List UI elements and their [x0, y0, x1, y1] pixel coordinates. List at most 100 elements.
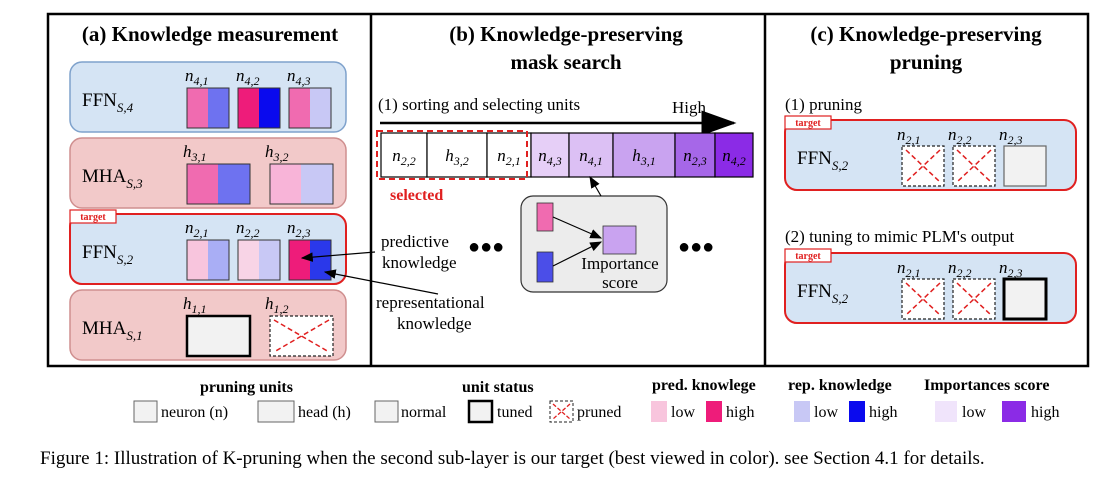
legend-pruned-swatch [549, 400, 574, 423]
sorted-unit-cell [486, 132, 532, 178]
c1-unit-n22-pruned [952, 145, 996, 187]
panel-c-title-1: (c) Knowledge-preserving [810, 22, 1042, 46]
c2-label-n21: n2,1 [897, 258, 921, 280]
unit-h32 [269, 163, 334, 205]
panel-b-title-2: mask search [510, 50, 621, 74]
c2-unit-n22-pruned [952, 278, 996, 320]
unit-h31 [186, 163, 251, 205]
sorting-step-label: (1) sorting and selecting units [378, 95, 580, 114]
pruned-ffn-label: FFNS,2 [797, 148, 849, 173]
c2-unit-n23-tuned [1002, 277, 1048, 321]
c2-label-n23: n2,3 [999, 258, 1023, 280]
legend-rep-high-swatch [849, 401, 865, 422]
high-label: High [672, 98, 707, 117]
legend-tuned: tuned [497, 404, 533, 421]
target-tag-c2 [784, 248, 832, 263]
selected-region [376, 130, 528, 180]
sorted-unit-label: n4,3 [538, 146, 562, 168]
selected-label: selected [390, 187, 443, 204]
inset-score-box [602, 225, 637, 255]
legend-pred-low-swatch [651, 401, 667, 422]
sorted-unit-cell [426, 132, 488, 178]
target-tag-a [69, 209, 117, 224]
unit-n22 [237, 239, 281, 281]
legend-pred-head: pred. knowlege [652, 377, 756, 394]
predictive-label-1: predictive [381, 232, 449, 251]
legend-pred-high-swatch [706, 401, 722, 422]
unit-label-n42: n4,2 [236, 66, 260, 88]
ffn-s2-label: FFNS,2 [82, 242, 134, 267]
unit-h11-tuned [185, 314, 252, 358]
sorted-unit-label: h3,2 [445, 146, 469, 168]
tuning-step-label: (2) tuning to mimic PLM's output [785, 227, 1015, 246]
representational-label-1: representational [376, 293, 485, 312]
c2-unit-n21-pruned [901, 278, 945, 320]
unit-label-n22: n2,2 [236, 218, 260, 240]
panel-c-title-2: pruning [890, 50, 963, 74]
inset-pred-arrow [552, 216, 603, 239]
sorted-unit-label: n2,3 [683, 146, 707, 168]
legend-head-swatch [257, 400, 295, 423]
c1-label-n22: n2,2 [948, 125, 972, 147]
inset-pred-bar [536, 202, 554, 232]
unit-h12-pruned [269, 315, 334, 357]
unit-label-n43: n4,3 [287, 66, 311, 88]
ffn-s2-row: target FFNS,2 n2,1 n2,2 n2,3 [69, 209, 347, 285]
sorted-unit-cell [380, 132, 428, 178]
c1-label-n21: n2,1 [897, 125, 921, 147]
legend-pruned: pruned [577, 404, 621, 421]
unit-label-h12: h1,2 [265, 294, 289, 316]
ffn-s4-label: FFNS,4 [82, 90, 134, 115]
sorted-unit-label: n2,1 [497, 146, 521, 168]
legend-head: head (h) [298, 404, 351, 421]
legend-imp-low: low [962, 404, 986, 421]
predictive-arrow [300, 251, 376, 262]
legend-imp-high: high [1031, 404, 1059, 421]
importance-label-1: Importance [581, 254, 658, 273]
legend-neuron: neuron (n) [161, 404, 228, 421]
legend-normal: normal [401, 404, 447, 421]
legend-pred-low: low [671, 404, 695, 421]
legend-rep-head: rep. knowledge [788, 377, 892, 394]
score-to-unit-arrow [589, 175, 602, 197]
target-tag-a-text: target [80, 212, 106, 223]
unit-n41 [186, 87, 230, 129]
legend-imp-high-swatch [1002, 401, 1026, 422]
legend-neuron-swatch [133, 400, 158, 423]
panel-a-title: (a) Knowledge measurement [82, 22, 338, 46]
predictive-label-2: knowledge [382, 253, 457, 272]
legend-imp-low-swatch [935, 401, 957, 422]
panel-c: (c) Knowledge-preserving pruning (1) pru… [784, 22, 1077, 324]
legend: pruning units unit status pred. knowlege… [133, 377, 1059, 424]
legend-tuned-swatch [467, 399, 494, 424]
inset-rep-arrow [552, 241, 603, 267]
legend-imp-head: Importances score [924, 377, 1049, 394]
tuned-ffn-label: FFNS,2 [797, 281, 849, 306]
mha-s3-label: MHAS,3 [82, 166, 143, 191]
sorted-unit-cell [674, 132, 716, 178]
c1-label-n23: n2,3 [999, 125, 1023, 147]
figure-frame [46, 12, 1090, 368]
sorted-unit-label: n4,1 [579, 146, 603, 168]
figure-diagram: (a) Knowledge measurement FFNS,4 n4,1 n4… [46, 12, 1090, 424]
sorted-unit-cell [568, 132, 614, 178]
tuned-ffn-box: target FFNS,2 n2,1 n2,2 n2,3 [784, 248, 1077, 324]
sorted-unit-cell [714, 132, 754, 178]
sorted-unit-cell [612, 132, 676, 178]
panel-a: (a) Knowledge measurement FFNS,4 n4,1 n4… [69, 22, 347, 361]
unit-label-h31: h3,1 [183, 142, 207, 164]
legend-unit-status-head: unit status [462, 379, 534, 396]
panel-b-title-1: (b) Knowledge-preserving [449, 22, 683, 46]
pruning-step-label: (1) pruning [785, 95, 862, 114]
target-tag-c1 [784, 115, 832, 130]
ellipsis-left: ●●● [468, 236, 504, 258]
pruned-ffn-box: target FFNS,2 n2,1 n2,2 n2,3 [784, 115, 1077, 191]
sorted-unit-label: n4,2 [722, 146, 746, 168]
representational-label-2: knowledge [397, 314, 472, 333]
c1-unit-n23-normal [1003, 145, 1047, 187]
c2-label-n22: n2,2 [948, 258, 972, 280]
target-tag-c1-text: target [795, 118, 821, 129]
unit-n23 [288, 239, 332, 281]
mha-s1-row: MHAS,1 h1,1 h1,2 [69, 289, 347, 361]
